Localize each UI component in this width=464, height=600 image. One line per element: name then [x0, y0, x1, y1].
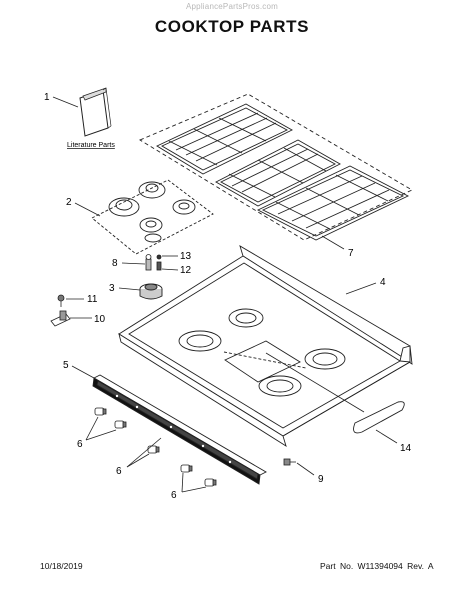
page-title: COOKTOP PARTS [154, 17, 310, 36]
callout-12: 12 [180, 265, 192, 276]
callout-6b: 6 [116, 466, 122, 477]
knob-2 [114, 420, 127, 429]
igniter [145, 254, 162, 271]
callout-13: 13 [180, 251, 192, 262]
knob-1 [94, 407, 107, 416]
leader-line-1 [52, 96, 79, 108]
bracket-10 [50, 310, 71, 327]
leader-line-2 [74, 202, 101, 217]
literature-parts [79, 87, 112, 137]
screw-11 [57, 294, 65, 307]
knobs [94, 407, 217, 487]
leader-line-14a [265, 352, 365, 413]
leader-line-5 [71, 365, 95, 379]
leader-line-3 [118, 287, 141, 291]
callout-8: 8 [112, 258, 118, 269]
footer-part-number: Part No. W11394094 Rev. A [320, 561, 434, 571]
watermark: AppliancePartsPros.com [186, 2, 278, 11]
leader-line-12 [161, 268, 179, 271]
leader-line-14 [375, 429, 398, 444]
leader-line-4 [345, 282, 377, 295]
knob-3 [147, 445, 160, 454]
callout-6a: 6 [77, 439, 83, 450]
grates [139, 93, 413, 241]
callout-3: 3 [109, 283, 115, 294]
callout-1: 1 [44, 92, 50, 103]
control-panel [92, 374, 267, 485]
leader-line-8 [121, 262, 146, 265]
callout-5: 5 [63, 360, 69, 371]
knob-5 [204, 478, 217, 487]
leader-line-9 [296, 462, 315, 476]
knob-4 [180, 464, 193, 473]
burner-base [139, 283, 163, 300]
literature-parts-label: Literature Parts [67, 142, 115, 149]
callout-9: 9 [318, 474, 324, 485]
callout-14: 14 [400, 443, 412, 454]
callout-7: 7 [348, 248, 354, 259]
leader-lines-6 [85, 416, 207, 493]
callout-10: 10 [94, 314, 106, 325]
burner-caps [91, 179, 214, 255]
deflector-14 [353, 401, 405, 434]
footer-date: 10/18/2019 [40, 561, 83, 571]
callout-4: 4 [380, 277, 386, 288]
callout-2: 2 [66, 197, 72, 208]
screw-9 [283, 458, 296, 466]
leader-line-7 [321, 235, 345, 250]
callout-6c: 6 [171, 490, 177, 501]
cooktop [118, 245, 413, 448]
callout-11: 11 [87, 294, 98, 305]
